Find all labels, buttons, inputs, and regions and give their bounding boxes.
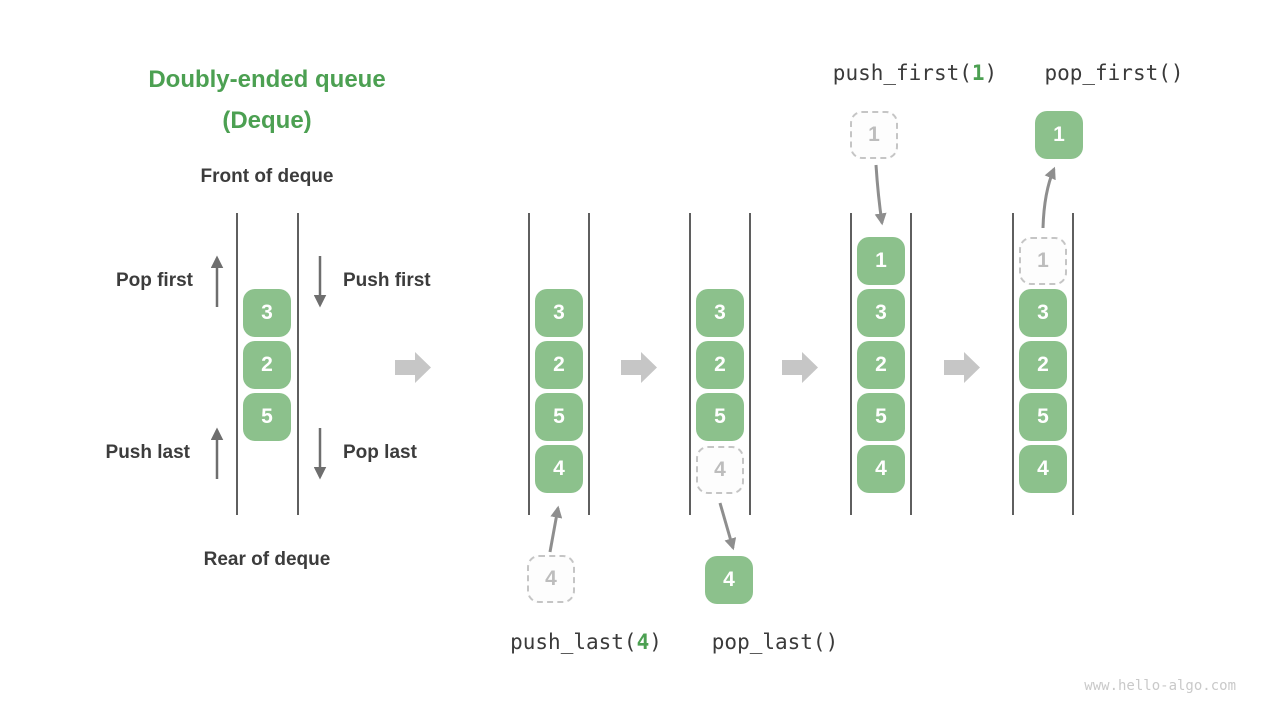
queue2-incoming-ghost-cell: 4 [527,555,575,603]
pop-last-connector-arrow-icon [718,502,737,551]
queue1-right-line [297,213,299,515]
push-first-code-pre: push_first( [832,61,972,85]
queue5-ghost-cell: 1 [1019,237,1067,285]
diagram-title-line2: (Deque) [222,107,312,134]
queue4-cell: 2 [857,341,905,389]
queue2-left-line [528,213,530,515]
queue1-cell: 3 [243,289,291,337]
queue4-left-line [850,213,852,515]
queue2-cell: 2 [535,341,583,389]
push-last-code-post: ) [649,630,662,654]
rear-of-deque-label: Rear of deque [203,549,331,570]
pop-last-code-label: pop_last() [711,630,839,654]
queue2-cell: 3 [535,289,583,337]
queue5-right-line [1072,213,1074,515]
push-last-code-pre: push_last( [510,630,637,654]
queue2-cell: 5 [535,393,583,441]
queue1-cell: 5 [243,393,291,441]
queue2-right-line [588,213,590,515]
push-last-code-arg: 4 [636,630,650,654]
push-first-label: Push first [343,270,431,291]
push-first-connector-arrow-icon [874,164,887,226]
transition-arrow-4-icon [944,352,980,383]
watermark: www.hello-algo.com [1084,678,1236,694]
pop-first-code-label: pop_first() [1044,61,1184,85]
queue3-ghost-cell: 4 [696,446,744,494]
queue3-cell: 5 [696,393,744,441]
queue1-cell: 2 [243,341,291,389]
queue4-cell: 4 [857,445,905,493]
queue4-right-line [910,213,912,515]
push-first-code-post: ) [984,61,998,85]
queue2-cell: 4 [535,445,583,493]
queue5-cell: 5 [1019,393,1067,441]
queue3-cell: 3 [696,289,744,337]
queue5-left-line [1012,213,1014,515]
queue3-cell: 2 [696,341,744,389]
queue4-cell: 3 [857,289,905,337]
transition-arrow-2-icon [621,352,657,383]
transition-arrow-3-icon [782,352,818,383]
front-of-deque-label: Front of deque [200,166,334,187]
push-first-code-arg: 1 [971,61,985,85]
diagram-title-line1: Doubly-ended queue [148,66,386,93]
push-last-code-label: push_last(4) [486,630,686,654]
queue4-cell: 5 [857,393,905,441]
queue4-incoming-ghost-cell: 1 [850,111,898,159]
diagram-title: Doubly-ended queue (Deque) [87,59,447,141]
queue1-left-line [236,213,238,515]
pop-first-connector-arrow-icon [1041,166,1056,229]
queue3-right-line [749,213,751,515]
queue5-cell: 3 [1019,289,1067,337]
queue3-outgoing-cell: 4 [705,556,753,604]
queue5-outgoing-cell: 1 [1035,111,1083,159]
queue3-left-line [689,213,691,515]
queue5-cell: 2 [1019,341,1067,389]
transition-arrow-1-icon [395,352,431,383]
pop-first-label: Pop first [115,270,193,291]
push-last-connector-arrow-icon [548,505,563,553]
queue5-cell: 4 [1019,445,1067,493]
pop-last-label: Pop last [343,442,417,463]
push-last-label: Push last [105,442,190,463]
push-first-code-label: push_first(1) [815,61,1015,85]
queue4-cell: 1 [857,237,905,285]
